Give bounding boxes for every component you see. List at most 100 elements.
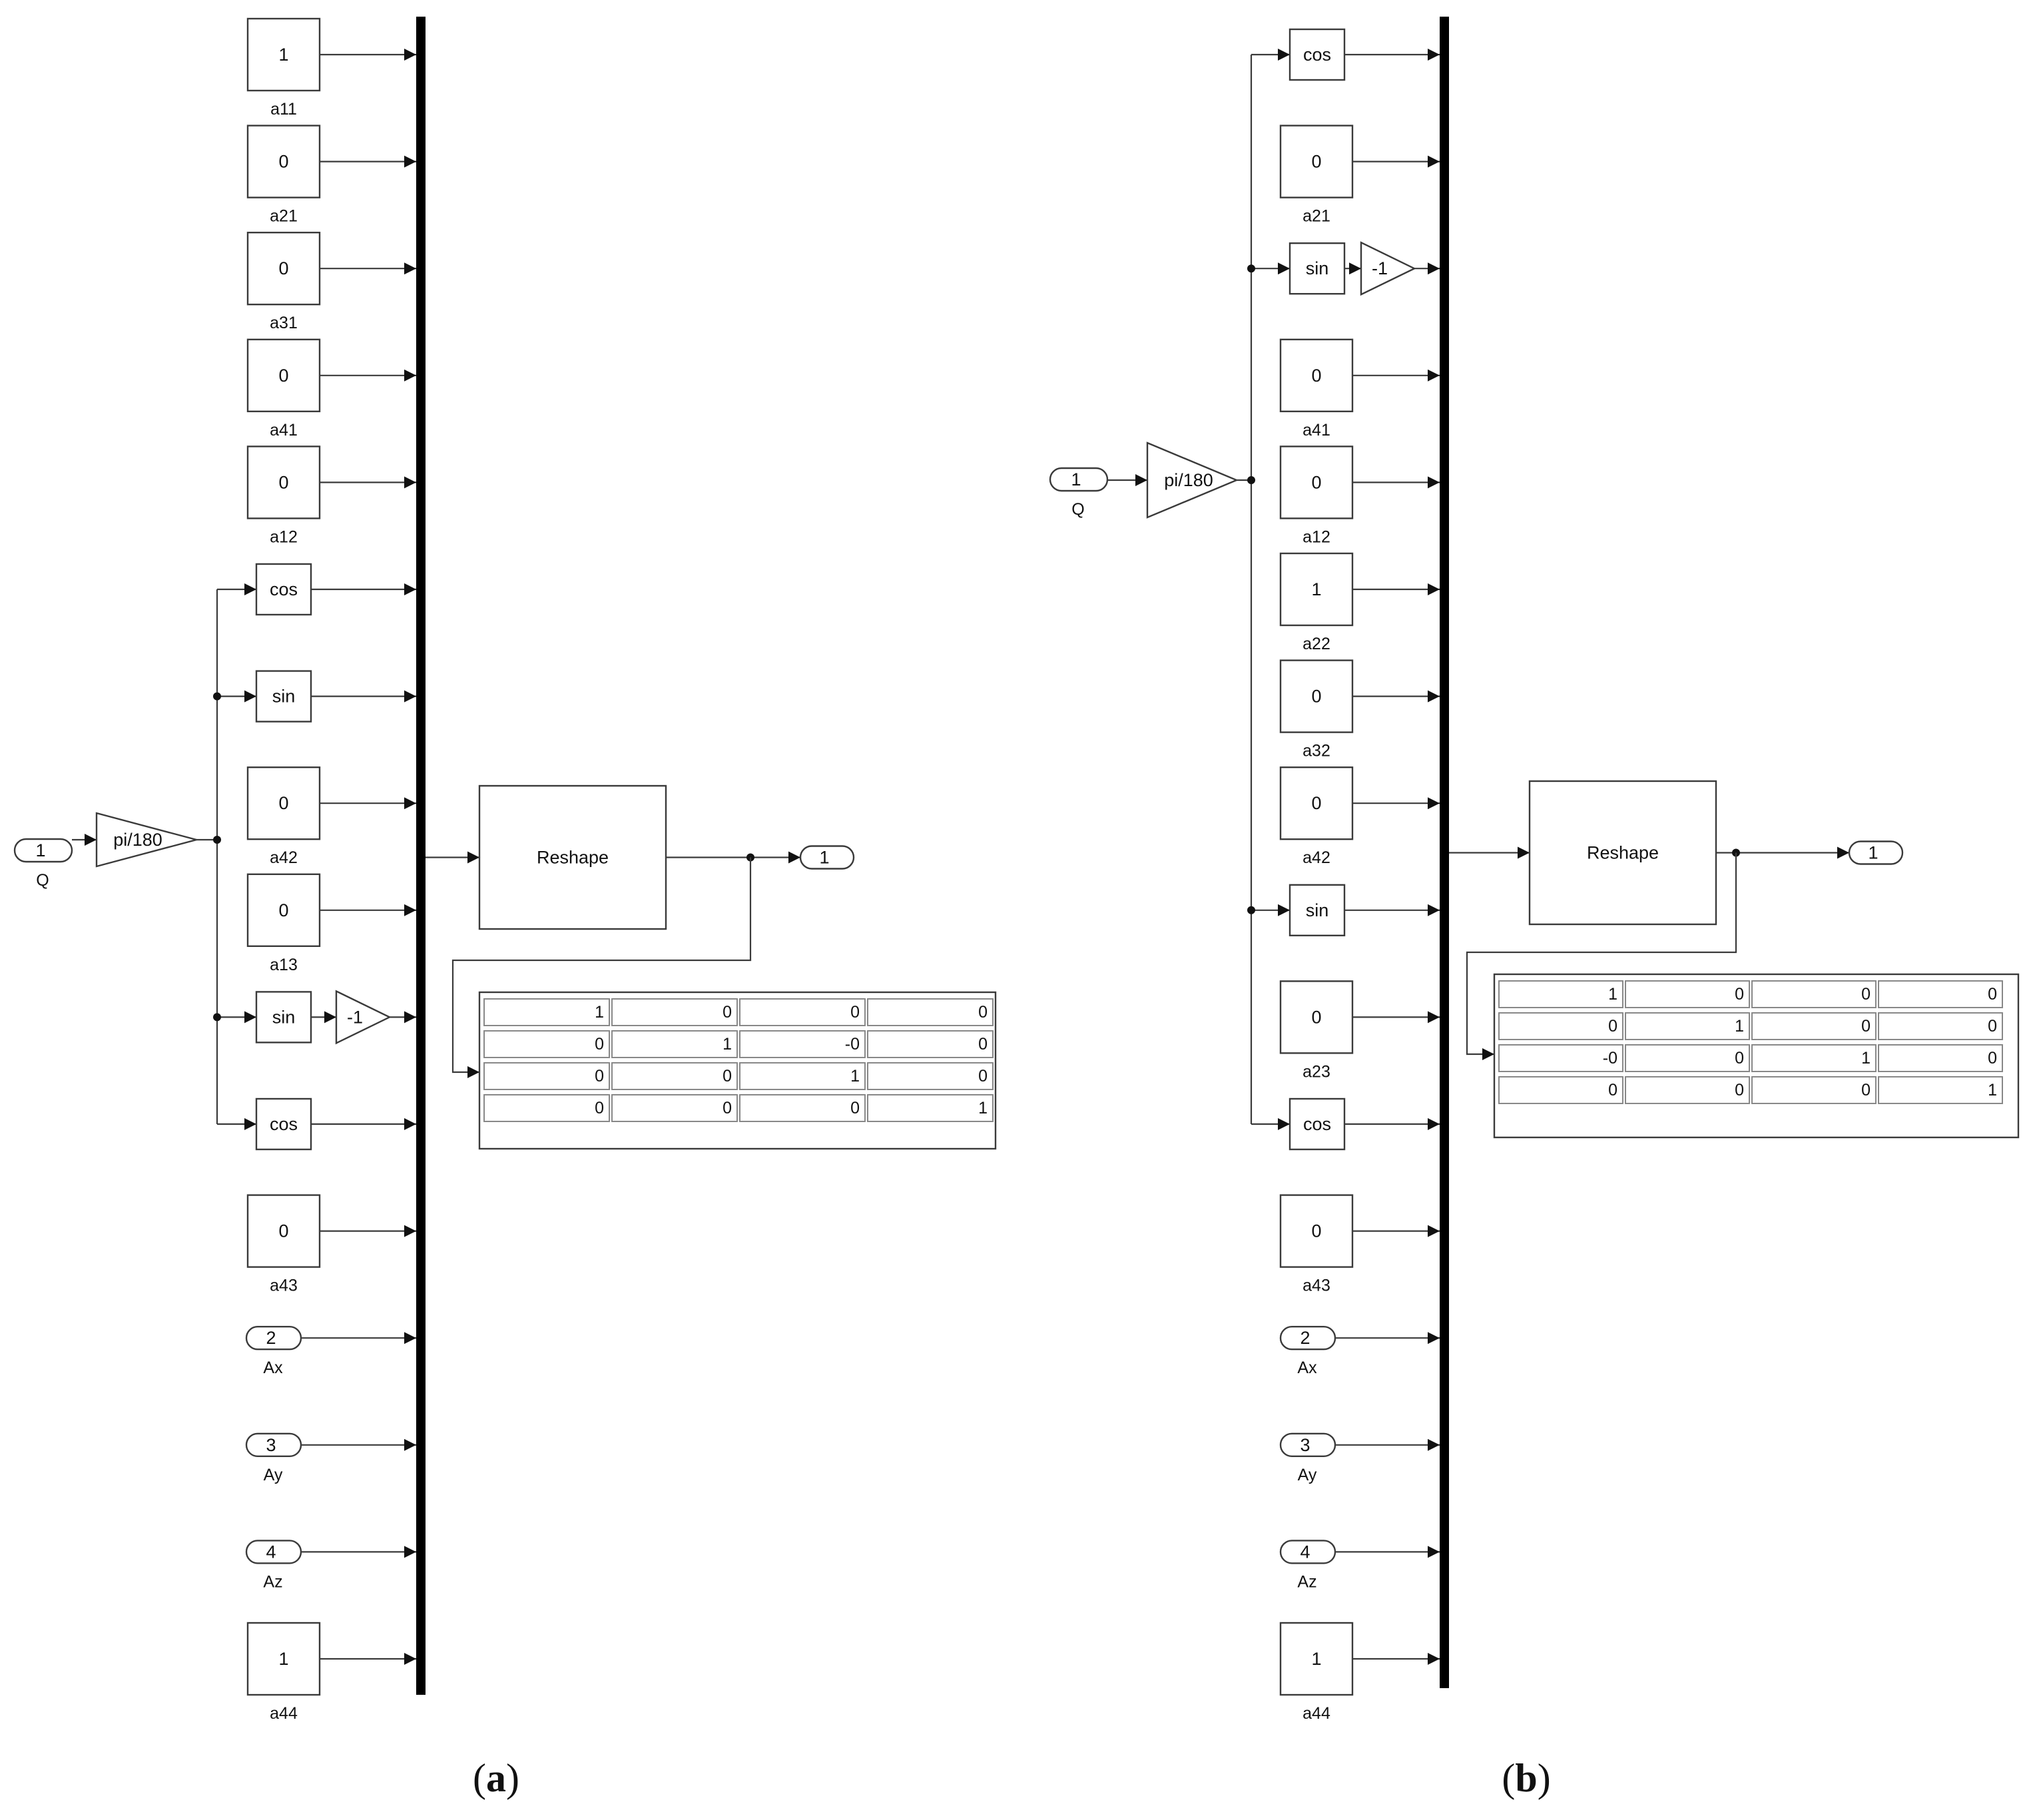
constant-value: 0	[278, 152, 288, 172]
outport-number: 1	[1868, 843, 1878, 863]
constant-name: a43	[1303, 1277, 1330, 1295]
constant-name: a23	[1303, 1062, 1330, 1081]
constant-name: a21	[270, 207, 298, 226]
constant-value: 1	[278, 45, 288, 65]
display-cell	[1751, 980, 1877, 1008]
constant-name: a11	[270, 100, 297, 119]
inport-q	[13, 838, 73, 863]
constant-value: 0	[1311, 687, 1321, 707]
row-cos: cos	[1251, 28, 1440, 81]
row-Ax: 2Ax	[245, 1325, 416, 1377]
constant-block	[246, 338, 321, 412]
display-cell-value: 1	[723, 1035, 732, 1054]
display-cell	[739, 1094, 866, 1122]
row-cos: cos	[217, 1097, 416, 1151]
constant-value: 0	[1311, 366, 1321, 386]
display-cell-value: 1	[850, 1067, 860, 1085]
function-name: sin	[1306, 258, 1329, 278]
inport-name: Az	[1297, 1572, 1316, 1591]
display-cell-value: 0	[1861, 1081, 1871, 1099]
reshape-label: Reshape	[1587, 843, 1659, 863]
outport-block	[1848, 840, 1904, 865]
panel-caption: (a)	[473, 1756, 519, 1800]
inport-q-name: Q	[36, 871, 49, 890]
display-cell-value: 0	[850, 1003, 860, 1022]
reshape-block	[1528, 780, 1717, 926]
display-cell	[483, 1030, 610, 1058]
inport-number: 3	[1300, 1435, 1310, 1455]
constant-name: a22	[1303, 635, 1330, 653]
display-cell	[867, 1094, 994, 1122]
display-cell	[867, 1030, 994, 1058]
display-cell-value: 0	[723, 1099, 732, 1117]
display-cell-value: 1	[595, 1003, 604, 1022]
display-cell	[1878, 980, 2003, 1008]
display-cell-value: 1	[978, 1099, 988, 1117]
display-cell-value: -0	[845, 1035, 860, 1054]
display-cell	[739, 998, 866, 1026]
deg2rad-gain-block	[1146, 442, 1239, 519]
display-cell-value: -0	[1603, 1049, 1617, 1067]
display-cell-value: 0	[978, 1035, 988, 1054]
inport-name: Ay	[264, 1466, 283, 1484]
display-cell	[1498, 1044, 1623, 1072]
panel-a: 1a110a210a310a410a12cossin0a420a13sin-1c…	[13, 17, 997, 1800]
display-cell	[611, 1094, 738, 1122]
caption-open: (	[473, 1756, 486, 1800]
row-sin: sin	[217, 670, 416, 723]
constant-block	[246, 1622, 321, 1696]
junction-dot	[213, 692, 221, 701]
constant-value: 1	[1311, 579, 1321, 599]
row-Ax: 2Ax	[1279, 1325, 1440, 1377]
display-cell	[1498, 1012, 1623, 1040]
constant-value: 1	[278, 1649, 288, 1669]
constant-block	[246, 1194, 321, 1268]
display-cell-value: 1	[1608, 985, 1617, 1004]
function-name: cos	[1303, 1114, 1331, 1134]
constant-block	[1279, 980, 1354, 1054]
row-a21: 0 a21	[246, 125, 416, 226]
gain-value: -1	[347, 1007, 363, 1027]
display-cell-value: 0	[1608, 1081, 1617, 1099]
constant-value: 0	[278, 1221, 288, 1241]
inport-number: 3	[266, 1435, 276, 1455]
display-cell	[611, 1062, 738, 1090]
math-function-block	[1289, 242, 1346, 295]
display-cell-value: 0	[978, 1003, 988, 1022]
constant-block	[1279, 338, 1354, 412]
caption-close: )	[1538, 1756, 1551, 1800]
constant-value: 0	[1311, 152, 1321, 172]
junction-dot	[1247, 906, 1255, 914]
constant-name: a42	[270, 848, 298, 867]
display-cell-value: 0	[1735, 1049, 1744, 1067]
deg2rad-gain-value: pi/180	[1164, 470, 1213, 490]
constant-block	[1279, 552, 1354, 627]
display-cell-value: 0	[1988, 1017, 1997, 1036]
math-function-block	[255, 1097, 312, 1151]
function-name: cos	[1303, 45, 1331, 65]
display-cell	[1625, 980, 1750, 1008]
constant-block	[1279, 1194, 1354, 1268]
display-cell	[1625, 1044, 1750, 1072]
function-name: cos	[270, 1114, 298, 1134]
row-a22: 1 a22	[1279, 552, 1440, 653]
caption-open: (	[1502, 1756, 1515, 1800]
constant-name: a13	[270, 956, 298, 974]
display-cell-value: 0	[595, 1099, 604, 1117]
reshape-block	[478, 784, 667, 930]
constant-value: 0	[278, 258, 288, 278]
display-cell-value: 1	[1861, 1049, 1871, 1067]
gain-value: -1	[1372, 258, 1388, 278]
caption-letter: b	[1515, 1756, 1537, 1800]
negate-gain-block	[335, 990, 392, 1045]
display-feed-line	[1466, 852, 1737, 1060]
